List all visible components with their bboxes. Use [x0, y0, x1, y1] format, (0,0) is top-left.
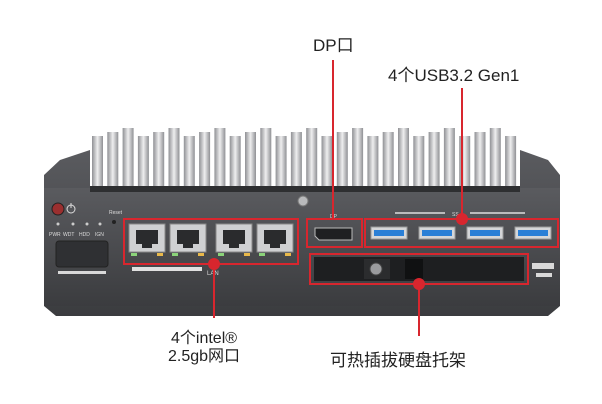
- lan-port[interactable]: [128, 223, 166, 256]
- heatsink-fin: [183, 136, 195, 188]
- dp-callout-label: DP口: [313, 36, 354, 55]
- tray-callout-label: 可热插拔硬盘托架: [330, 351, 466, 370]
- lan-callout-label: 4个intel® 2.5gb网口: [168, 330, 240, 367]
- heatsink-fin: [321, 136, 333, 188]
- screw-icon: [297, 195, 309, 207]
- heatsink-fin: [413, 136, 425, 188]
- dp-highlight-box: [306, 218, 363, 248]
- wdt-label: WDT: [63, 232, 74, 238]
- heatsink-fin: [199, 132, 211, 188]
- heatsink-fin: [260, 128, 272, 188]
- lan-port[interactable]: [215, 223, 253, 256]
- heatsink-fin: [505, 136, 517, 188]
- tray-thumbscrew-icon[interactable]: [369, 262, 383, 276]
- heatsink-fin: [443, 128, 455, 188]
- heatsink-fin: [122, 128, 134, 188]
- heatsink-fin: [459, 136, 471, 188]
- lan-ports: [128, 223, 294, 256]
- heatsink-fin: [382, 132, 394, 188]
- callout-lines: [208, 60, 468, 336]
- heatsink-fin: [229, 136, 241, 188]
- usb-small-label: SS: [452, 212, 459, 218]
- heatsink-fin: [290, 132, 302, 188]
- heatsink-fins: [92, 128, 517, 188]
- heatsink-fin: [275, 136, 287, 188]
- lan-port[interactable]: [169, 223, 207, 256]
- reset-button[interactable]: [112, 220, 116, 224]
- ign-label: IGN: [95, 232, 104, 238]
- heatsink-fin: [92, 136, 103, 188]
- usb-callout-label: 4个USB3.2 Gen1: [388, 66, 520, 85]
- heatsink-fin: [489, 128, 501, 188]
- heatsink-fin: [214, 128, 226, 188]
- left-panel: PWR WDT HDD IGN Reset: [49, 202, 123, 274]
- heatsink-fin: [428, 132, 440, 188]
- heatsink-fin: [245, 132, 256, 188]
- power-led-icon: [51, 202, 65, 216]
- heatsink-fin: [107, 132, 119, 188]
- heatsink-fin: [352, 128, 364, 188]
- lan-port[interactable]: [256, 223, 294, 256]
- svg-text:LAN: LAN: [207, 271, 219, 277]
- usb-port[interactable]: [418, 226, 456, 240]
- serial-port-cover: [55, 240, 109, 268]
- displayport-socket[interactable]: [314, 227, 353, 241]
- reset-label: Reset: [109, 210, 123, 216]
- heatsink-fin: [306, 128, 318, 188]
- heatsink-fin: [153, 132, 165, 188]
- heatsink-fin: [367, 136, 379, 188]
- hdd-label: HDD: [79, 232, 90, 238]
- heatsink-fin: [137, 136, 149, 188]
- pwr-label: PWR: [49, 232, 61, 238]
- heatsink-fin: [398, 128, 409, 188]
- usb-port[interactable]: [514, 226, 552, 240]
- usb-port[interactable]: [466, 226, 504, 240]
- usb-ports: [370, 226, 552, 240]
- usb-port[interactable]: [370, 226, 408, 240]
- heatsink-fin: [474, 132, 486, 188]
- lan-callout-line1: 4个intel®: [171, 330, 238, 347]
- heatsink-fin: [168, 128, 180, 188]
- heatsink-fin: [336, 132, 348, 188]
- lan-callout-line2: 2.5gb网口: [168, 348, 241, 366]
